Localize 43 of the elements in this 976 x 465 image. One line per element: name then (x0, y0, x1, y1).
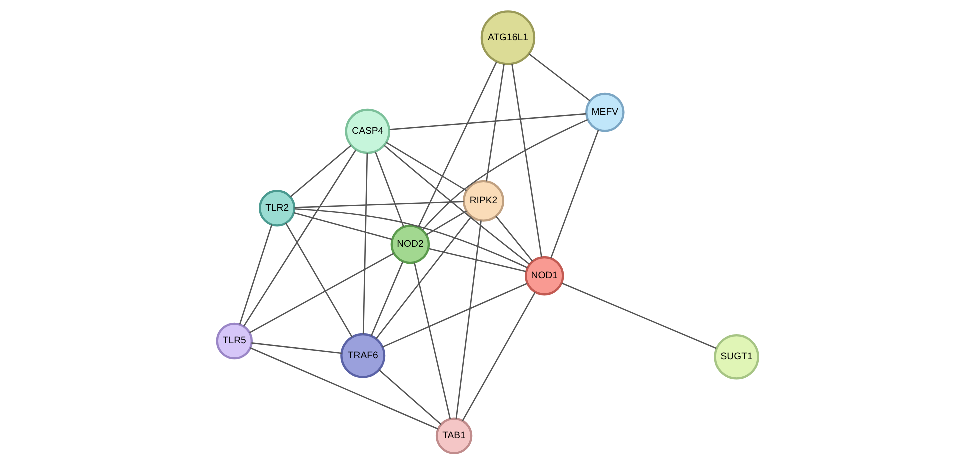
node-circle: RIPK2 (462, 180, 505, 222)
connector (294, 208, 528, 269)
node-circle: TLR2 (258, 190, 296, 227)
connector (462, 292, 536, 422)
node-circle: MEFV (586, 92, 625, 132)
connector (390, 113, 587, 130)
connector (562, 282, 717, 350)
connector (243, 150, 357, 328)
node-circle: NOD2 (390, 224, 430, 264)
connector (252, 342, 342, 354)
connector (285, 223, 353, 338)
connector (512, 64, 542, 258)
connector (428, 248, 526, 272)
node-circle: ATG16L1 (480, 10, 536, 66)
connector (528, 54, 591, 102)
connector (496, 216, 534, 262)
connector (239, 224, 273, 325)
node-circle: TLR5 (216, 322, 254, 360)
node-circle: SUGT1 (714, 334, 760, 380)
connector (294, 212, 392, 240)
connector (378, 370, 442, 426)
node-circle: NOD1 (524, 256, 564, 296)
connector (486, 64, 505, 182)
connector (370, 262, 404, 337)
connector (362, 153, 368, 335)
connector (386, 142, 468, 192)
connector (550, 130, 600, 259)
connector (250, 347, 439, 430)
connector (418, 62, 498, 228)
connector (382, 283, 528, 348)
connector (294, 201, 464, 208)
node-circle: TRAF6 (340, 333, 386, 378)
connector (290, 145, 352, 198)
connector (376, 216, 472, 340)
connector (384, 145, 530, 265)
connector (426, 210, 468, 236)
connector (456, 220, 482, 420)
node-circle: CASP4 (345, 108, 391, 154)
connector (422, 119, 588, 231)
connector (414, 262, 452, 420)
node-circle: TAB1 (436, 418, 473, 454)
connector (249, 253, 394, 334)
connector (375, 152, 404, 228)
